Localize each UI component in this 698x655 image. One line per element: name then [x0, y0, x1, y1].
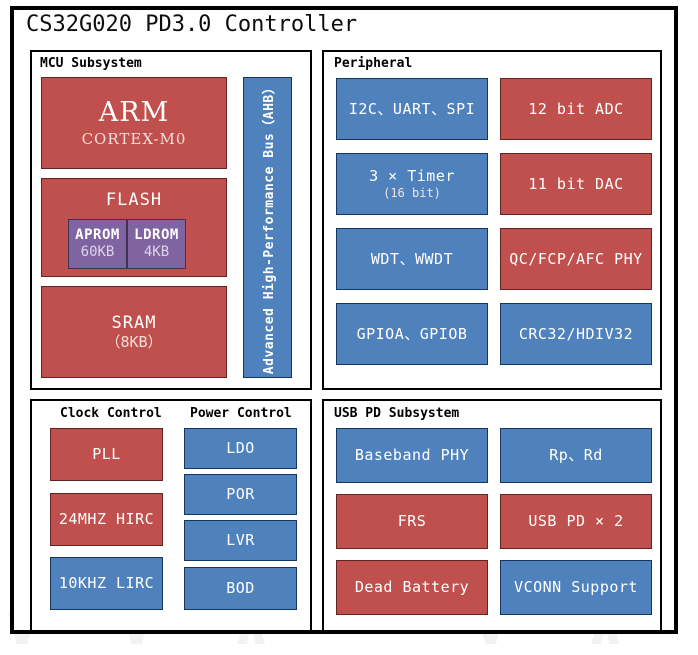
block-ldrom-label: LDROM	[134, 226, 179, 243]
block-por[interactable]: POR	[184, 474, 297, 515]
block-arm[interactable]: ARM CORTEX-M0	[41, 77, 227, 169]
page-title: CS32G020 PD3.0 Controller	[26, 12, 358, 37]
block-ahb-bus[interactable]: Advanced High-Performance Bus（AHB）	[243, 77, 292, 378]
block-arm-label: ARM	[98, 96, 170, 128]
block-frs[interactable]: FRS	[336, 494, 488, 549]
block-vconn-support-label: VCONN Support	[514, 578, 638, 597]
block-rp-rd[interactable]: Rp、Rd	[500, 428, 652, 483]
block-flash-label: FLASH	[105, 190, 163, 210]
block-lvr-label: LVR	[226, 531, 255, 550]
block-watchdog-label: WDT、WWDT	[370, 249, 454, 268]
block-pll-label: PLL	[92, 445, 121, 464]
block-rp-rd-label: Rp、Rd	[549, 446, 603, 465]
block-fast-charge-phy-label: QC/FCP/AFC PHY	[509, 249, 643, 268]
block-adc-label: 12 bit ADC	[528, 99, 624, 118]
block-crc-hdiv[interactable]: CRC32/HDIV32	[500, 303, 652, 365]
block-aprom-label: APROM	[75, 226, 120, 243]
chip-outline: CS32G020 PD3.0 Controller MCU Subsystem …	[10, 6, 678, 634]
block-dead-battery[interactable]: Dead Battery	[336, 560, 488, 615]
panel-title-usb-pd: USB PD Subsystem	[334, 406, 460, 421]
block-gpio[interactable]: GPIOA、GPIOB	[336, 303, 488, 365]
block-usb-pd-ports-label: USB PD × 2	[528, 512, 624, 531]
block-adc[interactable]: 12 bit ADC	[500, 78, 652, 140]
block-arm-sublabel: CORTEX-M0	[81, 130, 187, 149]
block-sram-size: （8KB）	[105, 332, 163, 351]
block-hirc-label: 24MHZ HIRC	[58, 510, 155, 529]
block-hirc[interactable]: 24MHZ HIRC	[50, 493, 163, 546]
panel-title-clock-control: Clock Control	[60, 406, 162, 421]
panel-usb-pd-subsystem: USB PD Subsystem Baseband PHY Rp、Rd FRS …	[322, 399, 662, 632]
block-gpio-label: GPIOA、GPIOB	[356, 324, 468, 343]
block-sram-label: SRAM	[111, 312, 157, 333]
block-aprom-size: 60KB	[80, 243, 115, 260]
block-ldo-label: LDO	[226, 439, 255, 458]
block-crc-hdiv-label: CRC32/HDIV32	[518, 324, 634, 343]
block-por-label: POR	[226, 485, 255, 504]
block-bod-label: BOD	[226, 579, 255, 598]
panel-title-mcu: MCU Subsystem	[40, 56, 142, 71]
block-bod[interactable]: BOD	[184, 567, 297, 610]
block-dac-label: 11 bit DAC	[528, 174, 624, 193]
block-ldo[interactable]: LDO	[184, 428, 297, 469]
block-timer-label: 3 × Timer	[369, 166, 455, 185]
block-pll[interactable]: PLL	[50, 428, 163, 481]
block-serial-interfaces[interactable]: I2C、UART、SPI	[336, 78, 488, 140]
block-timer[interactable]: 3 × Timer (16 bit)	[336, 153, 488, 215]
block-lvr[interactable]: LVR	[184, 520, 297, 561]
block-ldrom[interactable]: LDROM 4KB	[127, 219, 186, 269]
block-ahb-bus-label: Advanced High-Performance Bus（AHB）	[262, 80, 278, 375]
block-baseband-phy[interactable]: Baseband PHY	[336, 428, 488, 483]
block-timer-sublabel: (16 bit)	[383, 185, 441, 200]
block-dac[interactable]: 11 bit DAC	[500, 153, 652, 215]
block-ldrom-size: 4KB	[143, 243, 170, 260]
panel-mcu-subsystem: MCU Subsystem ARM CORTEX-M0 FLASH APROM …	[30, 50, 312, 390]
panel-title-power-control: Power Control	[190, 406, 292, 421]
block-vconn-support[interactable]: VCONN Support	[500, 560, 652, 615]
block-lirc-label: 10KHZ LIRC	[58, 574, 155, 593]
block-frs-label: FRS	[397, 512, 427, 531]
block-sram[interactable]: SRAM （8KB）	[41, 286, 227, 378]
block-fast-charge-phy[interactable]: QC/FCP/AFC PHY	[500, 228, 652, 290]
panel-title-peripheral: Peripheral	[334, 56, 413, 71]
block-dead-battery-label: Dead Battery	[354, 578, 470, 597]
block-serial-interfaces-label: I2C、UART、SPI	[348, 99, 476, 118]
panel-clock-power: Clock Control Power Control PLL 24MHZ HI…	[30, 399, 312, 632]
block-lirc[interactable]: 10KHZ LIRC	[50, 557, 163, 610]
panel-peripheral: Peripheral I2C、UART、SPI 12 bit ADC 3 × T…	[322, 50, 662, 390]
block-baseband-phy-label: Baseband PHY	[354, 446, 470, 465]
block-usb-pd-ports[interactable]: USB PD × 2	[500, 494, 652, 549]
block-aprom[interactable]: APROM 60KB	[68, 219, 127, 269]
block-watchdog[interactable]: WDT、WWDT	[336, 228, 488, 290]
